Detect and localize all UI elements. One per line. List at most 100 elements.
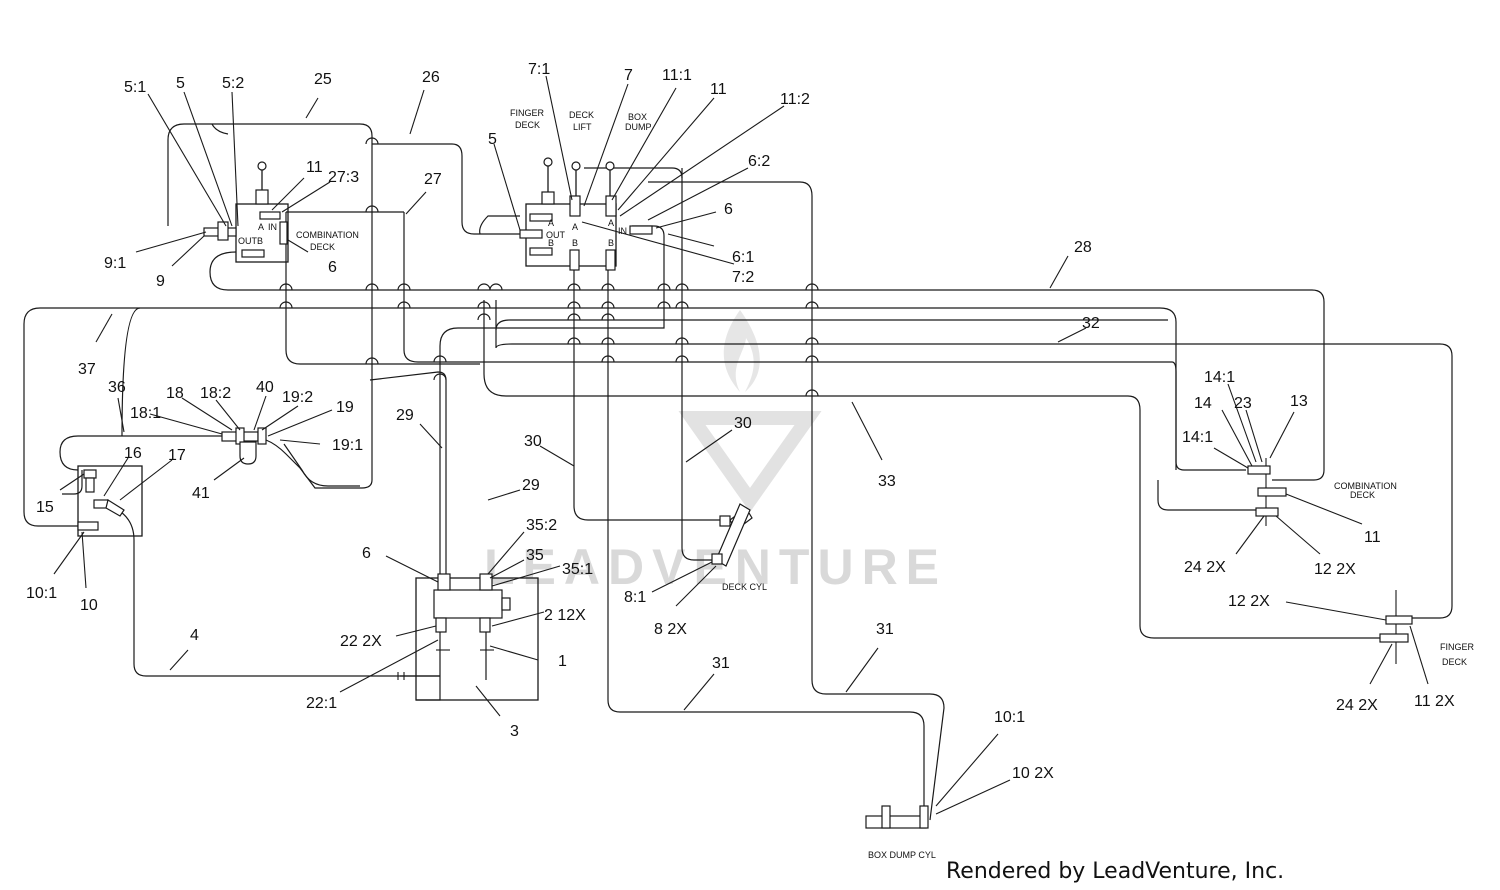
callout: 40: [256, 379, 274, 396]
callout: 31: [876, 621, 894, 638]
callout: 2 12X: [544, 607, 586, 624]
finger-deck-fittings: FINGER DECK: [1379, 590, 1477, 667]
deck-cyl-label: DECK CYL: [722, 582, 767, 592]
callout: 9:1: [104, 255, 126, 272]
callout: 22:1: [306, 695, 337, 712]
callout: 10 2X: [1012, 765, 1054, 782]
valve2-port-a3: A: [608, 218, 614, 228]
combination-deck-valve-label-l1: COMBINATION: [296, 230, 359, 240]
callout: 10:1: [26, 585, 57, 602]
callout: 5: [488, 131, 497, 148]
hose-network: [23, 123, 1453, 821]
callout: 6:1: [732, 249, 754, 266]
callout: 5: [176, 75, 185, 92]
callout: 26: [422, 69, 440, 86]
box-dump-control-label: BOX DUMP: [625, 112, 652, 132]
callout: 22 2X: [340, 633, 382, 650]
callout: 5:1: [124, 79, 146, 96]
finger-deck-control-label: FINGER DECK: [510, 108, 547, 130]
combination-deck-right-label-l2: DECK: [1350, 490, 1375, 500]
finger-deck-control-label-l1: FINGER: [510, 108, 545, 118]
valve2-port-a1: A: [548, 218, 554, 228]
callout: 6: [328, 259, 337, 276]
valve1-port-b: B: [257, 236, 263, 246]
valve1-port-a: A: [258, 222, 264, 232]
callout: 12 2X: [1228, 593, 1270, 610]
callout: 24 2X: [1184, 559, 1226, 576]
callout: 6:2: [748, 153, 770, 170]
finger-deck-right-label-l2: DECK: [1442, 657, 1467, 667]
callout: 17: [168, 447, 186, 464]
callout: 8:1: [624, 589, 646, 606]
callout: 30: [524, 433, 542, 450]
callout: 13: [1290, 393, 1308, 410]
callout: 15: [36, 499, 54, 516]
callout: 11:2: [780, 91, 810, 108]
callout: 11: [710, 81, 727, 98]
callout: 28: [1074, 239, 1092, 256]
callout: 18: [166, 385, 184, 402]
callout: 33: [878, 473, 896, 490]
callout: 6: [724, 201, 733, 218]
manifold-block: [77, 465, 143, 537]
valve2-port-b3: B: [608, 238, 614, 248]
deck-lift-control-label-l2: LIFT: [573, 122, 592, 132]
callout: 35:2: [526, 517, 557, 534]
combination-deck-fittings: COMBINATION DECK: [1247, 458, 1399, 526]
tee-fitting: [221, 427, 267, 465]
valve2-port-b2: B: [572, 238, 578, 248]
deck-cylinder: DECK CYL: [711, 503, 767, 592]
callout: 41: [192, 485, 210, 502]
callout: 7:1: [528, 61, 550, 78]
finger-deck-right-label: FINGER DECK: [1440, 642, 1477, 667]
valve2-port-a2: A: [572, 222, 578, 232]
callout: 35: [526, 547, 544, 564]
callout: 14:1: [1182, 429, 1213, 446]
callout: 14:1: [1204, 369, 1235, 386]
valve1-port-out: OUT: [238, 236, 258, 246]
callout: 7: [624, 67, 633, 84]
callout: 3: [510, 723, 519, 740]
callout: 18:2: [200, 385, 231, 402]
finger-deck-control-label-l2: DECK: [515, 120, 540, 130]
callout: 18:1: [130, 405, 161, 422]
callout: 24 2X: [1336, 697, 1378, 714]
callout: 14: [1194, 395, 1212, 412]
combination-deck-valve-label-l2: DECK: [310, 242, 335, 252]
rendered-by-footer: Rendered by LeadVenture, Inc.: [946, 859, 1284, 884]
callout: 7:2: [732, 269, 754, 286]
callout: 35:1: [562, 561, 593, 578]
box-dump-cyl-label: BOX DUMP CYL: [868, 850, 936, 860]
leader-lines: [53, 75, 1429, 815]
main-control-valve: A OUT B A B A B IN FINGER DECK DECK LIFT…: [510, 108, 653, 271]
callout-labels: 5:1 5 5:2 25 26 11 27:3 6 9:1 9 27 7:1 7…: [26, 61, 1455, 782]
callout: 23: [1234, 395, 1252, 412]
callout: 37: [78, 361, 96, 378]
callout: 32: [1082, 315, 1100, 332]
callout: 8 2X: [654, 621, 687, 638]
combination-deck-right-label: COMBINATION DECK: [1334, 481, 1399, 500]
callout: 11:1: [662, 67, 692, 84]
deck-lift-control-label-l1: DECK: [569, 110, 594, 120]
valve2-port-out: OUT: [546, 230, 566, 240]
callout: 5:2: [222, 75, 244, 92]
callout: 27:3: [328, 169, 359, 186]
callout: 36: [108, 379, 126, 396]
callout: 11: [306, 159, 323, 176]
callout: 4: [190, 627, 199, 644]
valve2-port-b1: B: [548, 238, 554, 248]
callout: 29: [396, 407, 414, 424]
box-dump-cylinder: BOX DUMP CYL: [865, 805, 936, 860]
callout: 19:1: [332, 437, 363, 454]
valve2-port-in: IN: [618, 226, 627, 236]
callout: 6: [362, 545, 371, 562]
callout: 25: [314, 71, 332, 88]
combination-deck-valve: A IN OUT B COMBINATION DECK: [203, 161, 359, 263]
box-dump-control-label-l1: BOX: [628, 112, 647, 122]
callout: 29: [522, 477, 540, 494]
valve1-port-in: IN: [268, 222, 277, 232]
finger-deck-right-label-l1: FINGER: [1440, 642, 1475, 652]
deck-lift-control-label: DECK LIFT: [569, 110, 597, 132]
callout: 11: [1364, 529, 1381, 546]
